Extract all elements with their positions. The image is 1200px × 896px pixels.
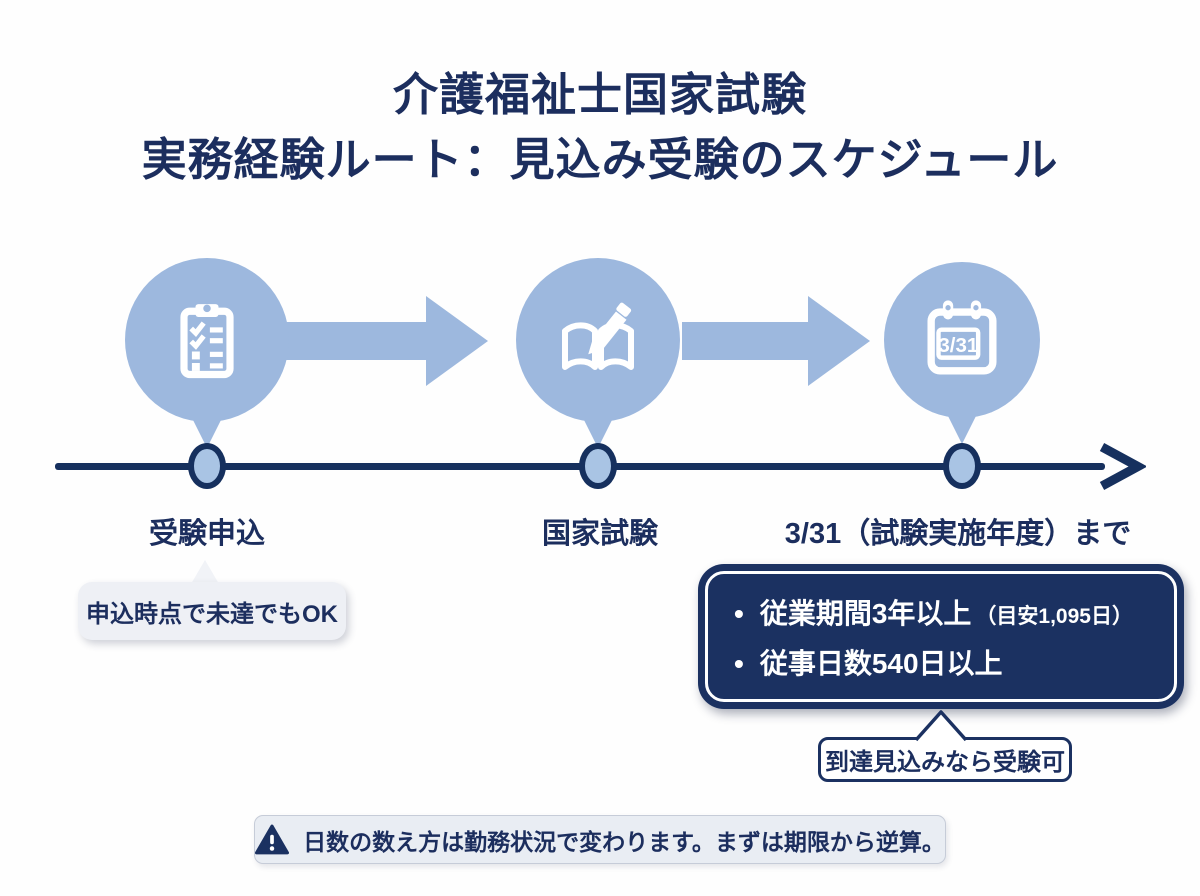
requirement-item-period: • 従業期間3年以上 （目安1,095日） — [734, 592, 1158, 632]
step-label-deadline: 3/31（試験実施年度）まで — [784, 518, 1132, 550]
bullet-icon: • — [734, 597, 744, 629]
title-line-2: 実務経験ルート：見込み受験のスケジュール — [141, 134, 1059, 186]
flow-arrow-1-shaft — [286, 322, 428, 360]
requirement-period-note: （目安1,095日） — [975, 604, 1133, 628]
page-title: 介護福祉士国家試験 実務経験ルート：見込み受験のスケジュール — [0, 62, 1200, 193]
warning-triangle-icon — [255, 824, 290, 854]
application-callout-text: 申込時点で未達でもOK — [86, 600, 338, 628]
warning-text: 日数の数え方は勤務状況で変わります。まずは期限から逆算。 — [303, 828, 945, 855]
requirements-box: • 従業期間3年以上 （目安1,095日） • 従事日数540日以上 — [698, 564, 1184, 709]
flow-arrow-1-head-icon — [426, 296, 488, 386]
requirements-box-border — [705, 571, 1177, 702]
timeline-dot-application — [188, 443, 226, 489]
step-bubble-application — [125, 258, 289, 422]
calendar-icon: 3/31 — [927, 300, 997, 375]
eligibility-callout: 到達見込みなら受験可 — [818, 737, 1072, 782]
step-bubble-deadline: 3/31 — [884, 262, 1040, 418]
timeline-dot-deadline — [943, 443, 981, 489]
timeline-arrowhead-icon — [1099, 443, 1146, 490]
clipboard-checklist-icon — [180, 304, 234, 379]
requirements-list: • 従業期間3年以上 （目安1,095日） • 従事日数540日以上 — [698, 564, 1184, 709]
timeline-dot-exam — [579, 443, 617, 489]
flow-arrow-2-head-icon — [808, 296, 870, 386]
requirement-period-main: 従業期間3年以上 — [759, 597, 972, 629]
step-bubble-exam — [516, 258, 680, 422]
step-bubble-deadline-tail — [946, 412, 978, 444]
warning-bar: 日数の数え方は勤務状況で変わります。まずは期限から逆算。 — [254, 815, 946, 864]
step-label-application: 受験申込 — [148, 518, 266, 550]
title-line-1: 介護福祉士国家試験 — [392, 69, 807, 120]
eligibility-callout-tail — [914, 710, 968, 742]
requirement-days-main: 従事日数540日以上 — [759, 647, 1003, 679]
step-label-exam: 国家試験 — [541, 518, 659, 550]
application-callout: 申込時点で未達でもOK — [78, 582, 346, 640]
step-bubble-exam-tail — [582, 416, 614, 448]
book-pencil-icon — [562, 302, 634, 370]
requirement-item-days: • 従事日数540日以上 — [734, 642, 1158, 682]
step-bubble-application-tail — [191, 416, 223, 448]
flow-arrow-2-shaft — [682, 322, 810, 360]
application-callout-tail — [191, 560, 219, 584]
calendar-date-text: 3/31 — [938, 334, 978, 357]
eligibility-callout-text: 到達見込みなら受験可 — [825, 749, 1065, 776]
bullet-icon: • — [734, 647, 744, 679]
